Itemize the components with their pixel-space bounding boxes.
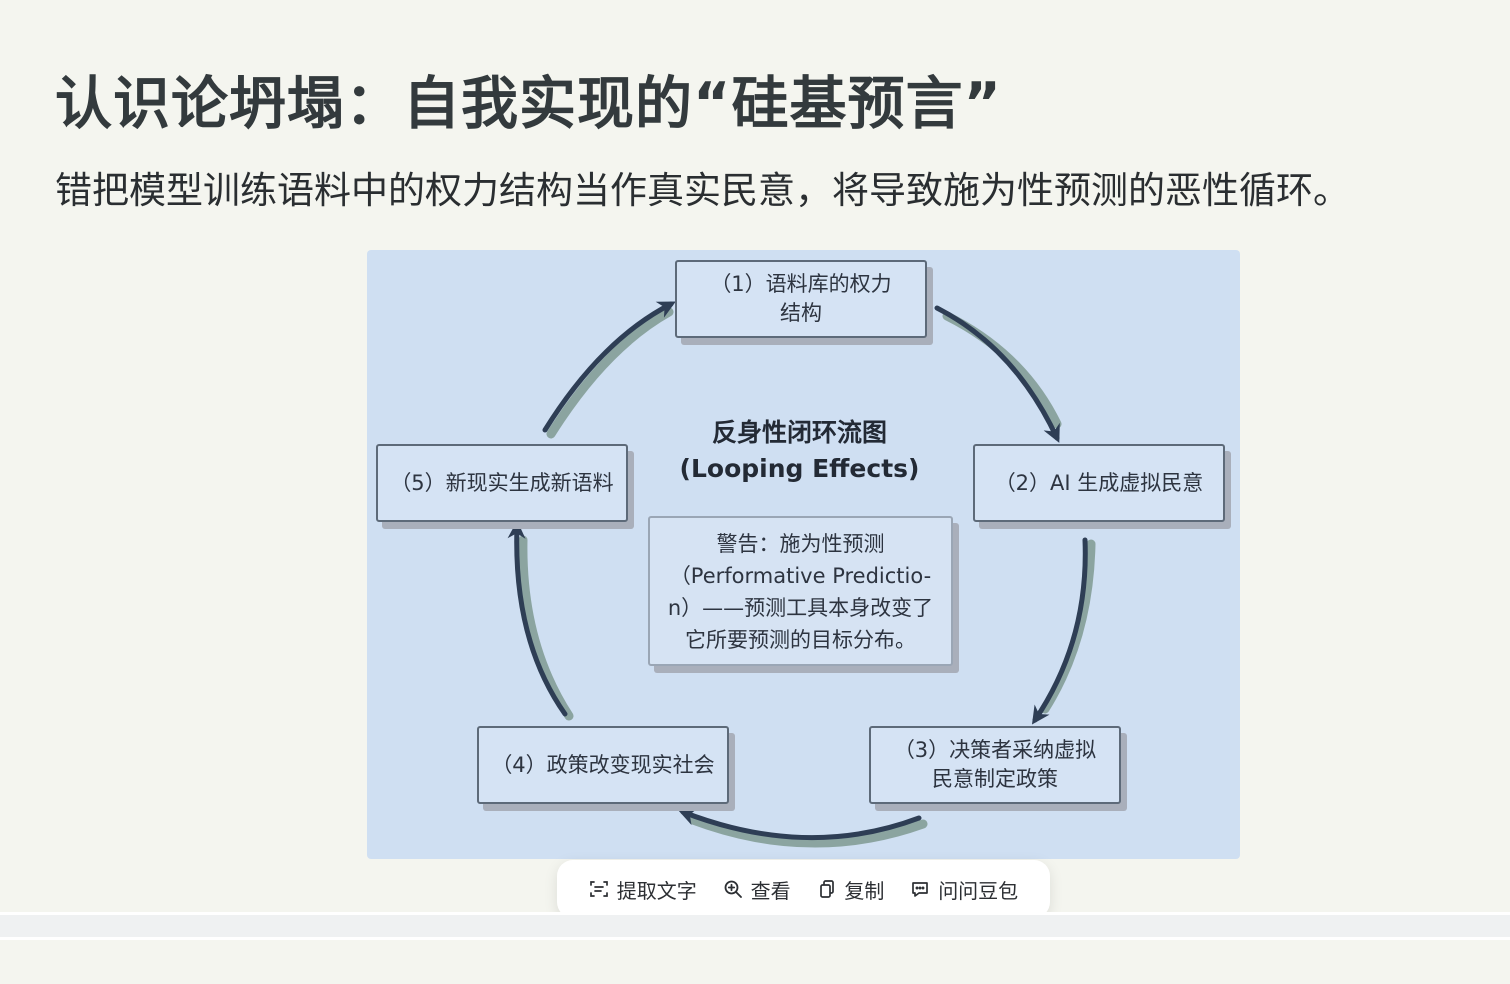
image-action-toolbar: 提取文字 查看 复制 (557, 860, 1050, 918)
arrow-1-to-2 (934, 305, 1060, 443)
view-label: 查看 (750, 878, 791, 903)
arrow-2-to-3 (1031, 537, 1088, 725)
cycle-node-4[interactable]: （4）政策改变现实社会 (477, 726, 729, 804)
warning-line1: 警告：施为性预测 (716, 532, 885, 556)
cycle-node-2[interactable]: （2）AI 生成虚拟民意 (973, 444, 1225, 522)
ask-doubao-label: 问问豆包 (938, 878, 1019, 903)
scan-text-icon (589, 879, 609, 899)
cycle-node-3[interactable]: （3）决策者采纳虚拟 民意制定政策 (869, 726, 1121, 804)
warning-line4: 它所要预测的目标分布。 (685, 628, 916, 652)
copy-icon (816, 879, 836, 899)
node-5-label: （5）新现实生成新语料 (390, 470, 614, 495)
warning-box: 警告：施为性预测 （Performative Predictio- n）——预测… (648, 516, 953, 666)
warning-line2: （Performative Predictio- (669, 564, 932, 588)
center-title-line1: 反身性闭环流图 (711, 418, 887, 447)
copy-label: 复制 (844, 878, 885, 903)
chat-bubble-icon (910, 879, 930, 899)
cycle-node-1[interactable]: （1）语料库的权力 结构 (675, 260, 927, 338)
arrow-3-to-4 (677, 808, 922, 841)
extract-text-label: 提取文字 (616, 878, 697, 903)
slide-title: 认识论坍塌：自我实现的“硅基预言” (55, 71, 1002, 137)
node-2-label: （2）AI 生成虚拟民意 (994, 470, 1204, 495)
cycle-node-5[interactable]: （5）新现实生成新语料 (376, 444, 628, 522)
warning-line3: n）——预测工具本身改变了 (667, 596, 934, 620)
arrow-4-to-5 (507, 520, 568, 717)
center-title-line2: (Looping Effects) (679, 454, 920, 483)
diagram-center-title: 反身性闭环流图 (Looping Effects) (672, 415, 927, 487)
arrow-5-to-1 (542, 301, 676, 433)
node-3-line2: 民意制定政策 (932, 767, 1058, 791)
node-1-line2: 结构 (780, 301, 822, 325)
node-4-label: （4）政策改变现实社会 (491, 752, 715, 777)
cycle-arrows (507, 301, 1096, 848)
node-1-line1: （1）语料库的权力 (710, 272, 892, 296)
slide-subtitle: 错把模型训练语料中的权力结构当作真实民意，将导致施为性预测的恶性循环。 (55, 169, 1350, 212)
looping-effects-figure[interactable]: （1）语料库的权力 结构 （2）AI 生成虚拟民意 （3）决策者采纳虚拟 民意制… (367, 250, 1240, 859)
ask-doubao-button[interactable]: 问问豆包 (910, 875, 1018, 904)
view-button[interactable]: 查看 (723, 875, 791, 904)
zoom-in-icon (723, 879, 743, 899)
node-3-line1: （3）决策者采纳虚拟 (893, 738, 1097, 762)
extract-text-button[interactable]: 提取文字 (589, 875, 697, 904)
bottom-divider-band (0, 912, 1510, 940)
copy-button[interactable]: 复制 (816, 875, 884, 904)
